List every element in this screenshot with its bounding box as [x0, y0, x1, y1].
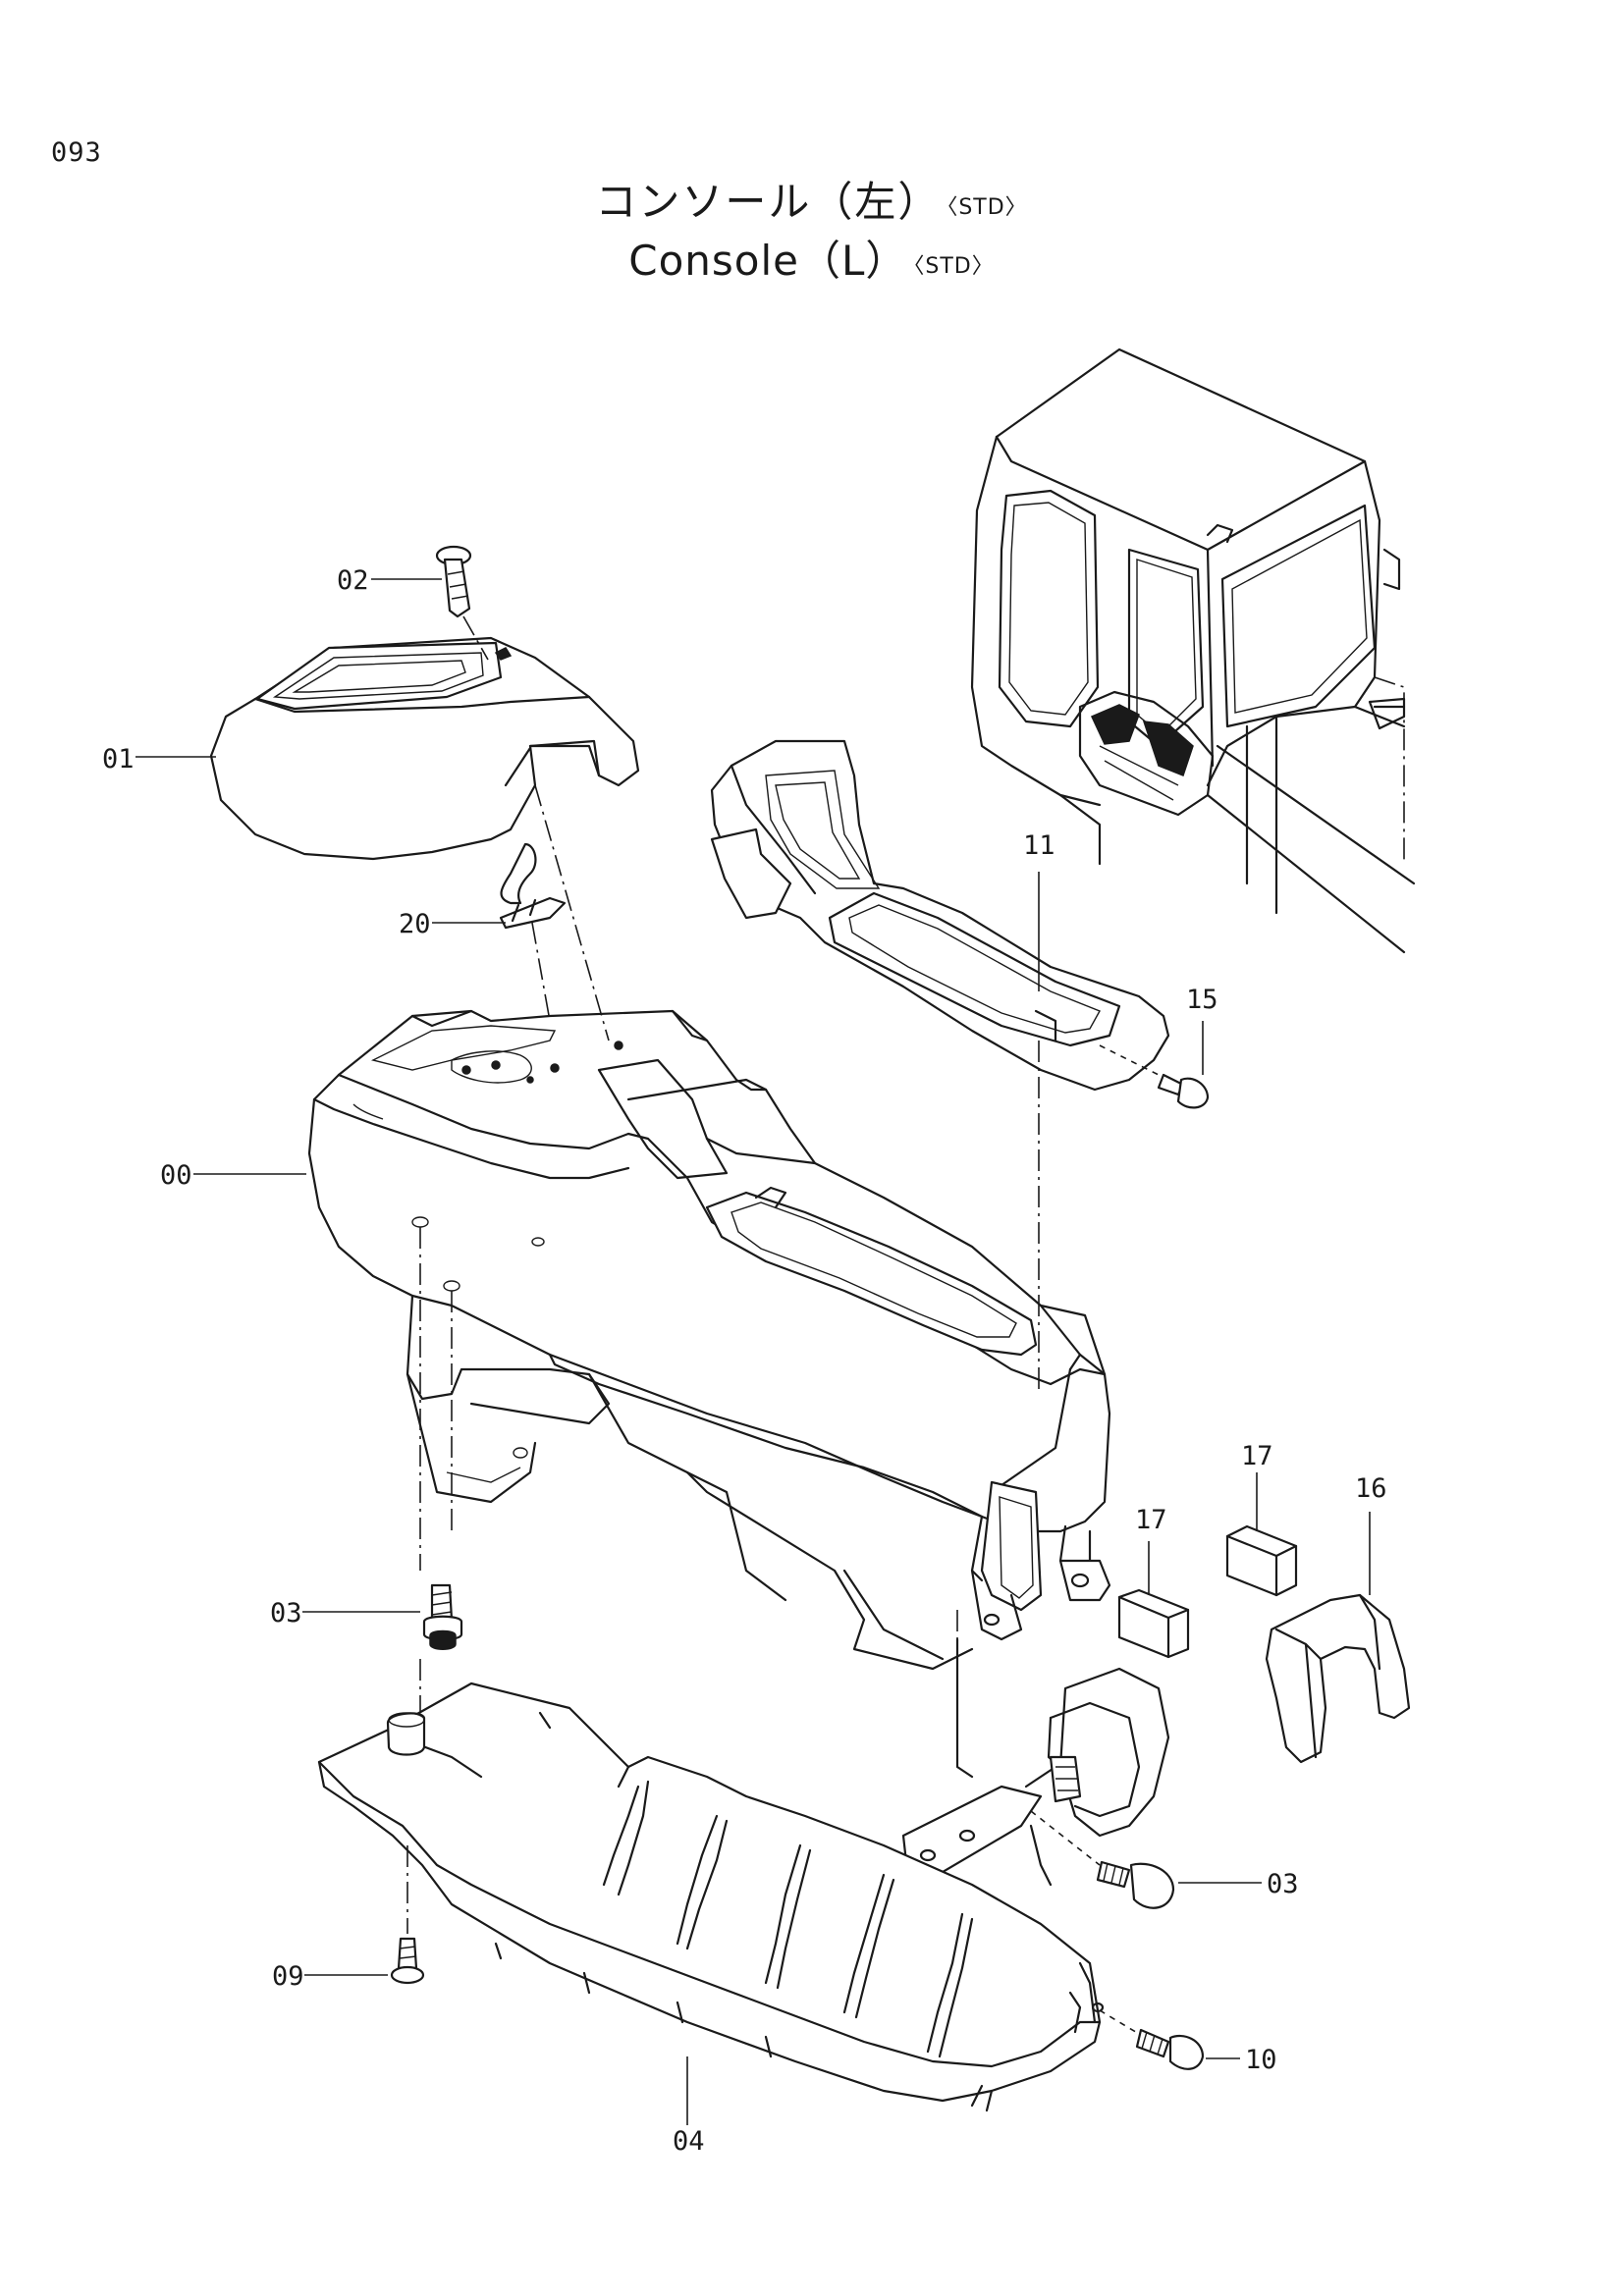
part-03-bolt-left — [419, 1227, 463, 1737]
callout-10: 10 — [1245, 2045, 1277, 2075]
callout-02: 02 — [337, 565, 369, 596]
callout-17-b: 17 — [1135, 1505, 1167, 1535]
callout-09: 09 — [272, 1961, 304, 1992]
callout-15: 15 — [1186, 985, 1218, 1015]
part-09-screw — [390, 1845, 425, 1985]
callout-03-right: 03 — [1267, 1869, 1299, 1899]
cab-illustration — [970, 347, 1416, 954]
callout-16: 16 — [1355, 1473, 1387, 1504]
callout-01: 01 — [102, 744, 135, 774]
part-03-bolt-right — [1030, 1810, 1175, 1909]
part-16-u-pad — [1265, 1593, 1411, 1764]
callout-labels: 02 01 20 00 11 15 17 16 17 03 03 09 10 0… — [102, 565, 1387, 2157]
callout-03-left: 03 — [270, 1598, 302, 1629]
part-17-pad-a — [1225, 1524, 1298, 1597]
part-10-bolt — [1099, 2009, 1205, 2070]
part-20-clamp — [499, 842, 567, 1022]
callout-leaders — [135, 578, 1371, 2125]
assembly-guide-lines — [534, 784, 1040, 1757]
callout-04: 04 — [673, 2126, 705, 2157]
callout-11: 11 — [1023, 830, 1055, 861]
callout-20: 20 — [399, 909, 431, 939]
title-japanese-tag: 〈STD〉 — [947, 195, 1028, 220]
part-02-screw — [435, 545, 489, 661]
part-11-armrest — [710, 739, 1170, 1092]
title-japanese-text: コンソール（左） — [595, 178, 942, 226]
part-17-pad-b — [1117, 1588, 1190, 1659]
part-15-bolt — [1099, 1044, 1210, 1109]
mounting-bracket — [901, 1637, 1170, 1887]
callout-00: 00 — [160, 1160, 192, 1191]
page-number: 093 — [51, 137, 102, 168]
title-english-text: Console（L） — [628, 237, 908, 285]
title-english: Console（L）〈STD〉 — [0, 228, 1623, 288]
title-english-tag: 〈STD〉 — [913, 254, 995, 279]
part-01-upper-cover — [209, 636, 640, 861]
callout-17-a: 17 — [1241, 1441, 1273, 1471]
part-00-console-body — [307, 1009, 1111, 1671]
part-04-lower-pan — [317, 1682, 1105, 2112]
title-japanese: コンソール（左）〈STD〉 — [0, 169, 1623, 229]
